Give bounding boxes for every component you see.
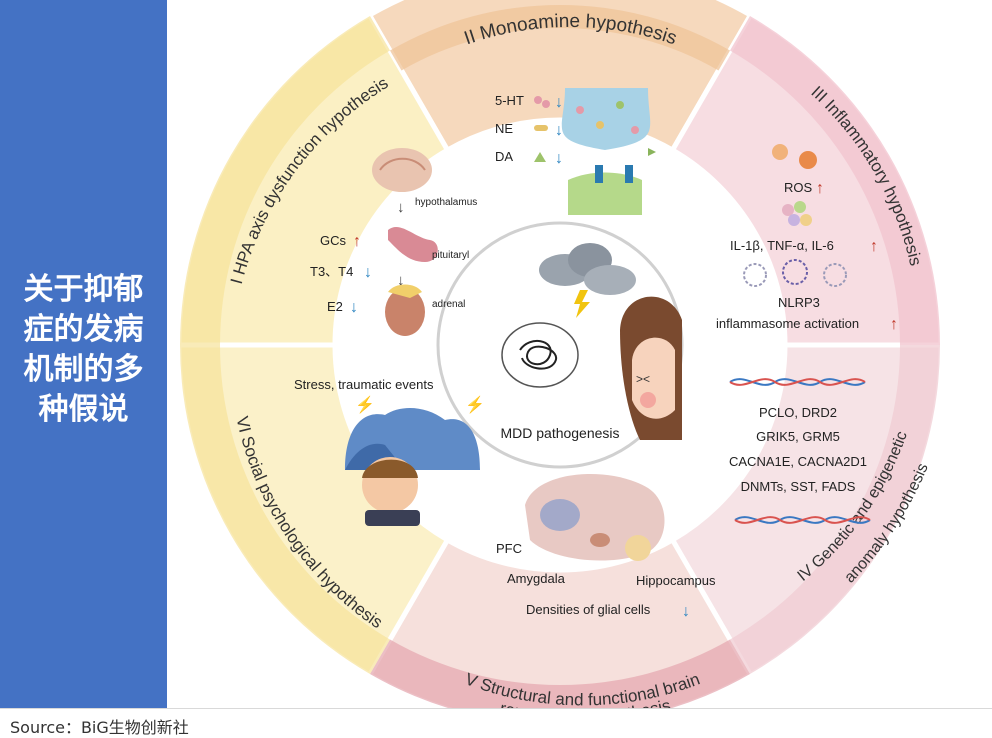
distressed-woman-illustration: ><: [620, 296, 682, 440]
hpa-hormone-t3t4: T3、T4: [310, 264, 353, 279]
title-band-social: [180, 345, 390, 674]
title-band-genetic: [730, 345, 940, 674]
hpa-hormone-gcs: GCs: [320, 233, 347, 248]
up-arrow-icon: ↑: [870, 238, 878, 255]
flow-arrow-icon: ↓: [397, 199, 405, 216]
inflammatory-cytokines-label: IL-1β, TNF-α, IL-6: [730, 238, 834, 253]
hpa-brain-icon: [372, 148, 432, 192]
inflammatory-activation-label: inflammasome activation: [716, 316, 859, 331]
monoamine-label-ne: NE: [495, 121, 513, 136]
down-arrow-icon: ↓: [350, 299, 358, 316]
hpa-organ-pituitary: pituitaryl: [432, 250, 469, 261]
sidebar-title-line: 关于抑郁: [23, 272, 144, 307]
center-label: MDD pathogenesis: [500, 425, 619, 441]
svg-text:⚡: ⚡: [465, 395, 485, 414]
genetic-genes-line4: DNMTs, SST, FADS: [741, 479, 856, 494]
down-arrow-icon: ↓: [682, 603, 690, 620]
sidebar-title-line: 种假说: [38, 392, 129, 427]
brain-label-hippocampus: Hippocampus: [636, 573, 716, 588]
divider: [0, 708, 992, 709]
overwhelmed-child-illustration: ⚡ ⚡: [345, 395, 485, 526]
cytokine-cluster-icon: [782, 201, 812, 226]
up-arrow-icon: ↑: [890, 316, 898, 333]
monoamine-label-5ht: 5-HT: [495, 93, 524, 108]
up-arrow-icon: ↑: [353, 233, 361, 250]
svg-text:⚡: ⚡: [355, 395, 375, 414]
down-arrow-icon: ↓: [555, 150, 563, 167]
ring-sector-inflammatory: [669, 11, 944, 348]
genetic-genes-line2: GRIK5, GRM5: [756, 429, 840, 444]
up-arrow-icon: ↑: [816, 180, 824, 197]
sidebar-panel: 关于抑郁 症的发病 机制的多 种假说: [0, 0, 167, 709]
ring-sector-hpa: [176, 11, 451, 348]
sidebar-title-line: 症的发病: [23, 312, 144, 347]
svg-text:><: ><: [636, 372, 650, 386]
tangled-thought-icon: [501, 322, 579, 388]
title-band-hpa: [180, 16, 390, 345]
brain-illustration: [525, 473, 665, 561]
sidebar-title: 关于抑郁 症的发病 机制的多 种假说: [0, 270, 167, 430]
ring-sector-structural: [366, 536, 754, 708]
brain-label-amygdala: Amygdala: [507, 571, 566, 586]
ring-sector-genetic: [669, 342, 944, 679]
serotonin-molecule-icon: [542, 100, 550, 108]
title-band-inflammatory: [730, 16, 940, 345]
hpa-hormone-e2: E2: [327, 299, 343, 314]
ros-icon: [772, 144, 817, 169]
dna-helix-icon: [729, 378, 866, 386]
adrenal-kidney-icon: [385, 284, 425, 336]
pituitary-icon: [388, 226, 438, 262]
structural-glial-note: Densities of glial cells: [526, 602, 651, 617]
genetic-genes-line1: PCLO, DRD2: [759, 405, 837, 420]
inflammatory-nlrp3-label: NLRP3: [778, 295, 820, 310]
down-arrow-icon: ↓: [555, 94, 563, 111]
hpa-organ-adrenal: adrenal: [432, 299, 465, 310]
genetic-genes-line3: CACNA1E, CACNA2D1: [729, 454, 867, 469]
title-band-monoamine: [390, 4, 730, 71]
social-stress-label: Stress, traumatic events: [294, 377, 434, 392]
inflammasome-icon: [743, 259, 847, 287]
brain-label-pfc: PFC: [496, 541, 522, 556]
sidebar-title-line: 机制的多: [23, 352, 144, 387]
down-arrow-icon: ↓: [555, 122, 563, 139]
synapse-illustration: [561, 88, 656, 215]
down-arrow-icon: ↓: [364, 264, 372, 281]
norepinephrine-molecule-icon: [534, 125, 548, 131]
mdd-hypothesis-wheel: II Monoamine hypothesis III Inflammatory…: [176, 0, 944, 708]
storm-cloud-icon: [539, 243, 636, 318]
hpa-organ-hypothalamus: hypothalamus: [415, 197, 477, 208]
source-caption: Source：BiG生物创新社: [10, 718, 189, 737]
serotonin-molecule-icon: [534, 96, 542, 104]
dna-helix-icon: [734, 516, 871, 524]
flow-arrow-icon: ↓: [397, 272, 405, 289]
dopamine-molecule-icon: [534, 152, 546, 162]
monoamine-label-da: DA: [495, 149, 513, 164]
inflammatory-ros-label: ROS: [784, 180, 813, 195]
title-band-structural: [370, 639, 750, 708]
